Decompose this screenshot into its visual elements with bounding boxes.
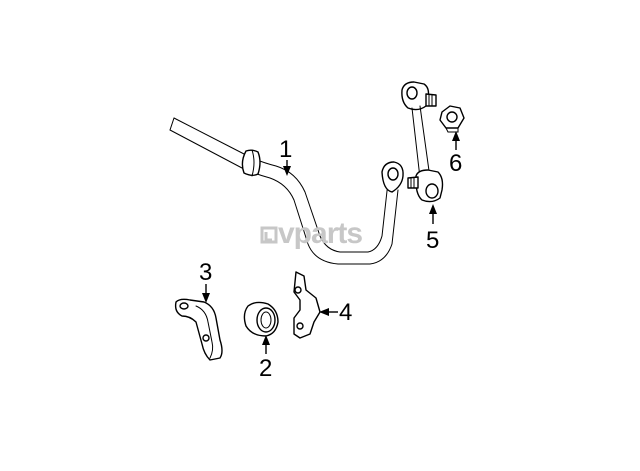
bushing-clamp[interactable] — [293, 271, 321, 339]
callout-4-label: 4 — [339, 299, 352, 326]
callout-4: 4 — [319, 299, 352, 326]
callout-1: 1 — [279, 136, 292, 176]
watermark-text: vparts — [278, 217, 362, 250]
callout-2-label: 2 — [259, 355, 272, 382]
watermark-logo-mark — [260, 226, 278, 244]
stabilizer-bracket[interactable] — [174, 298, 223, 361]
callout-3: 3 — [199, 259, 212, 303]
stabilizer-bar[interactable] — [169, 117, 404, 265]
callout-5-label: 5 — [426, 227, 439, 254]
stabilizer-link[interactable] — [401, 81, 444, 203]
callout-6: 6 — [449, 131, 462, 177]
callout-5: 5 — [426, 204, 439, 254]
callout-2: 2 — [259, 335, 272, 382]
callout-6-label: 6 — [449, 150, 462, 177]
link-nut[interactable] — [439, 105, 465, 133]
callout-1-label: 1 — [279, 136, 292, 163]
callout-3-label: 3 — [199, 259, 212, 286]
watermark: vparts — [260, 217, 363, 250]
stabilizer-bushing[interactable] — [243, 301, 279, 337]
